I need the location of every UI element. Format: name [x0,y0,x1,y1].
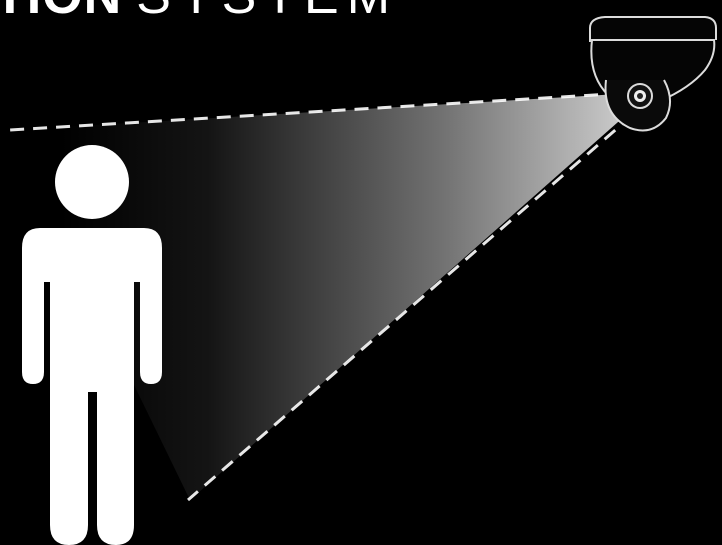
camera-mount [590,17,716,42]
person-head [55,145,129,219]
camera-lens-core [637,93,643,99]
